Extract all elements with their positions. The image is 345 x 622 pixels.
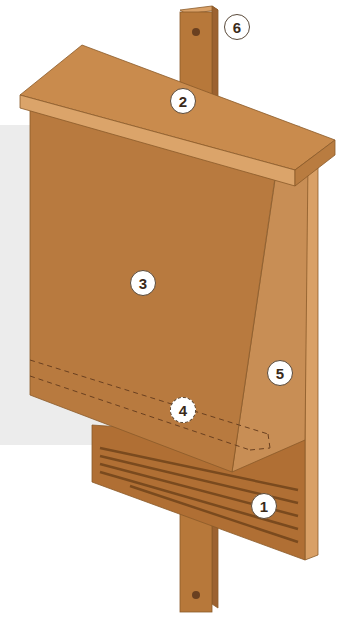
callout-number: 3 bbox=[130, 270, 156, 296]
callout-number: 5 bbox=[267, 360, 293, 386]
callout-number: 1 bbox=[251, 493, 277, 519]
callout-number: 6 bbox=[224, 14, 250, 40]
callout-number: 4 bbox=[170, 397, 196, 423]
callout-number: 2 bbox=[170, 88, 196, 114]
